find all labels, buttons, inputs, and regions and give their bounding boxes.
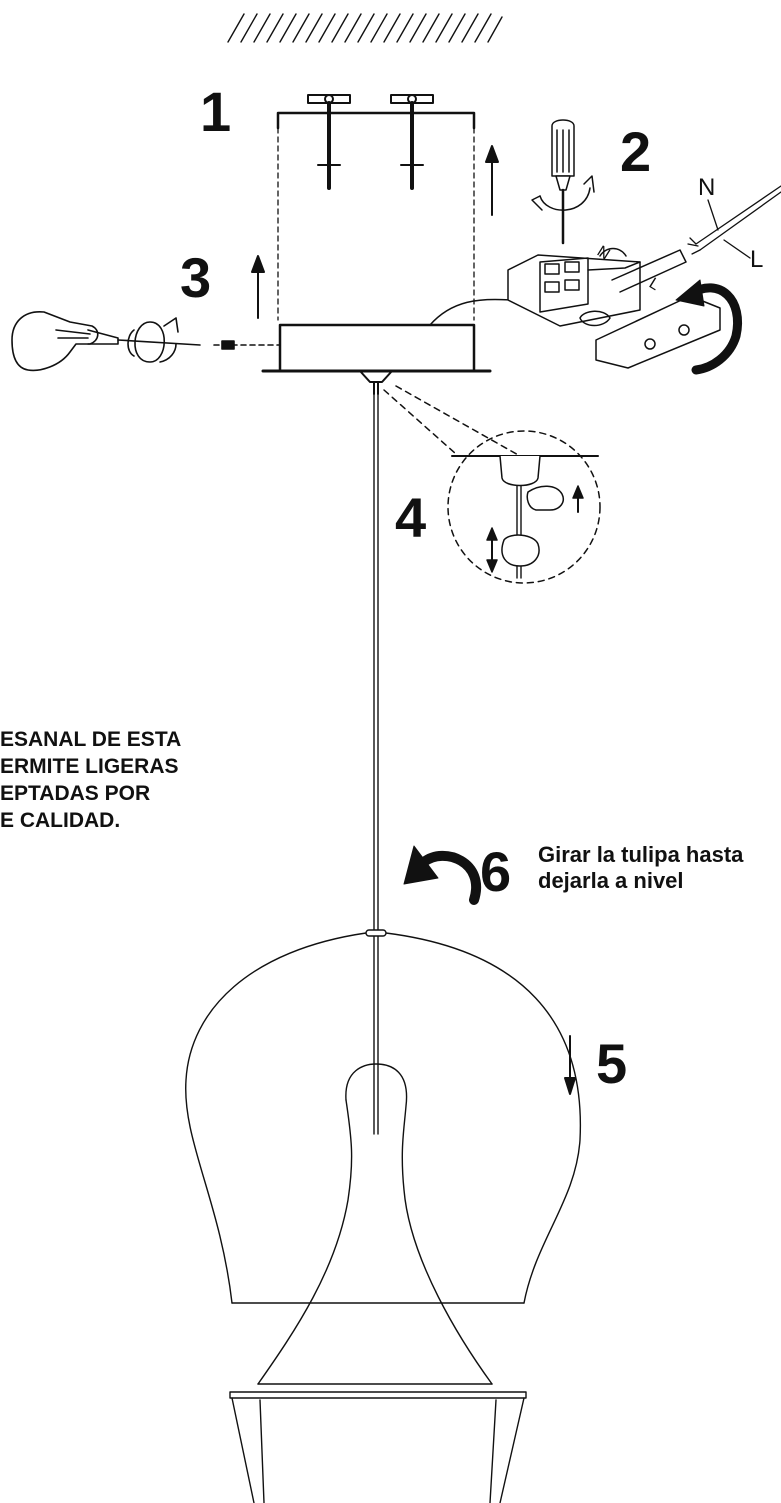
notice-line-2: ERMITE LIGERAS xyxy=(0,755,179,778)
wire-label-neutral: N xyxy=(698,174,716,201)
svg-text:L: L xyxy=(646,275,663,294)
rotate-arrow-step6-icon xyxy=(403,845,481,905)
artisan-notice: ESANAL DE ESTA ERMITE LIGERAS EPTADAS PO… xyxy=(0,726,181,834)
hand-pliers-icon xyxy=(11,311,281,372)
rotate-arrow-icon xyxy=(675,279,742,375)
mains-wires xyxy=(687,185,781,259)
step-number-4: 4 xyxy=(395,486,427,549)
step-number-5: 5 xyxy=(596,1032,628,1095)
step6-caption-line1: Girar la tulipa hasta xyxy=(538,842,744,867)
ceiling-hatch xyxy=(227,13,503,43)
wire-label-live: L xyxy=(750,246,764,273)
arrow-up-2 xyxy=(485,145,499,216)
notice-line-1: ESANAL DE ESTA xyxy=(0,728,182,751)
step-number-1: 1 xyxy=(200,80,232,143)
notice-line-4: E CALIDAD. xyxy=(0,809,121,832)
supply-cable xyxy=(429,298,511,326)
mounting-bracket xyxy=(276,94,476,321)
step-number-6: 6 xyxy=(480,840,512,903)
step-number-2: 2 xyxy=(620,120,652,183)
arrow-down-5 xyxy=(564,1035,576,1095)
screwdriver-icon xyxy=(531,119,595,245)
detail-callout xyxy=(383,385,601,584)
step6-caption-line2: dejarla a nivel xyxy=(538,868,684,893)
step-number-3: 3 xyxy=(180,246,212,309)
glass-shade xyxy=(185,929,582,1503)
bolt-right xyxy=(390,94,434,190)
canopy xyxy=(261,323,492,395)
step6-caption: Girar la tulipa hasta dejarla a nivel xyxy=(538,842,743,894)
bolt-left xyxy=(307,94,351,190)
notice-line-3: EPTADAS POR xyxy=(0,782,151,805)
arrow-up-3 xyxy=(251,255,265,319)
